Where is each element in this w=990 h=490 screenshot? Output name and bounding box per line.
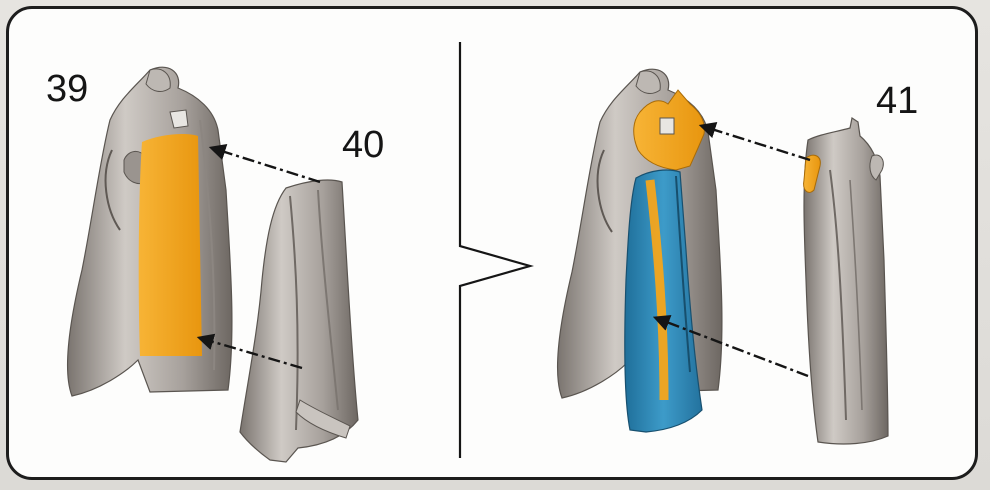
- step-number-40: 40: [342, 126, 384, 164]
- part-40-drape: [240, 180, 358, 462]
- step-number-39: 39: [46, 70, 88, 108]
- step-number-41: 41: [876, 82, 918, 120]
- part-41-drape: [804, 118, 888, 444]
- part-39-orange-panel: [139, 110, 202, 356]
- panel-divider: [460, 42, 530, 458]
